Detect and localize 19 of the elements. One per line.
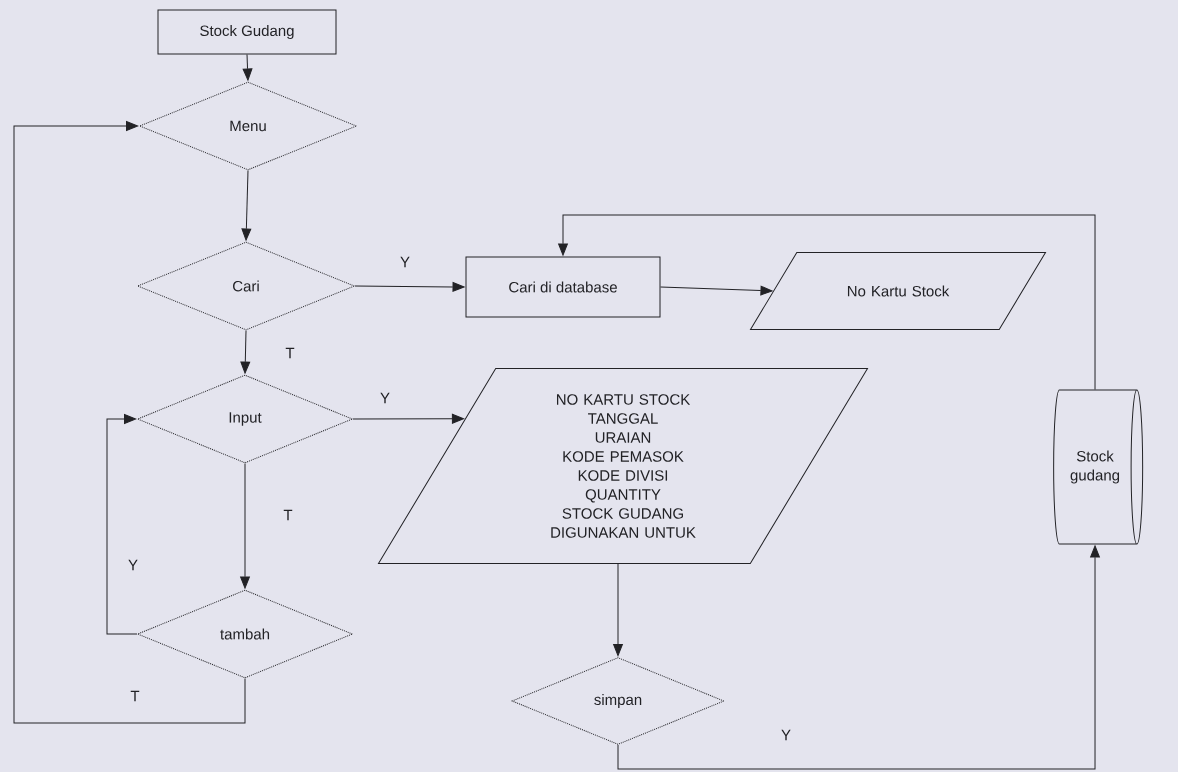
arrow xyxy=(242,54,253,81)
arrow xyxy=(558,214,1096,390)
edge-label: T xyxy=(282,508,294,522)
process-box: Cari di database xyxy=(465,256,661,318)
arrow xyxy=(241,170,252,241)
arrow xyxy=(660,285,773,296)
storage-cylinder: Stock gudang xyxy=(1053,389,1144,545)
edge-label: T xyxy=(129,689,141,703)
arrow xyxy=(613,563,623,657)
data-parallelogram: No Kartu Stock xyxy=(750,252,1046,330)
arrow xyxy=(240,330,251,374)
arrow xyxy=(240,463,250,589)
edge-label: T xyxy=(284,346,296,360)
process-box: Stock Gudang xyxy=(157,9,337,55)
arrow xyxy=(13,121,246,724)
arrow xyxy=(106,414,138,635)
arrow xyxy=(352,413,464,424)
arrow xyxy=(354,282,465,292)
arrow xyxy=(617,545,1100,770)
